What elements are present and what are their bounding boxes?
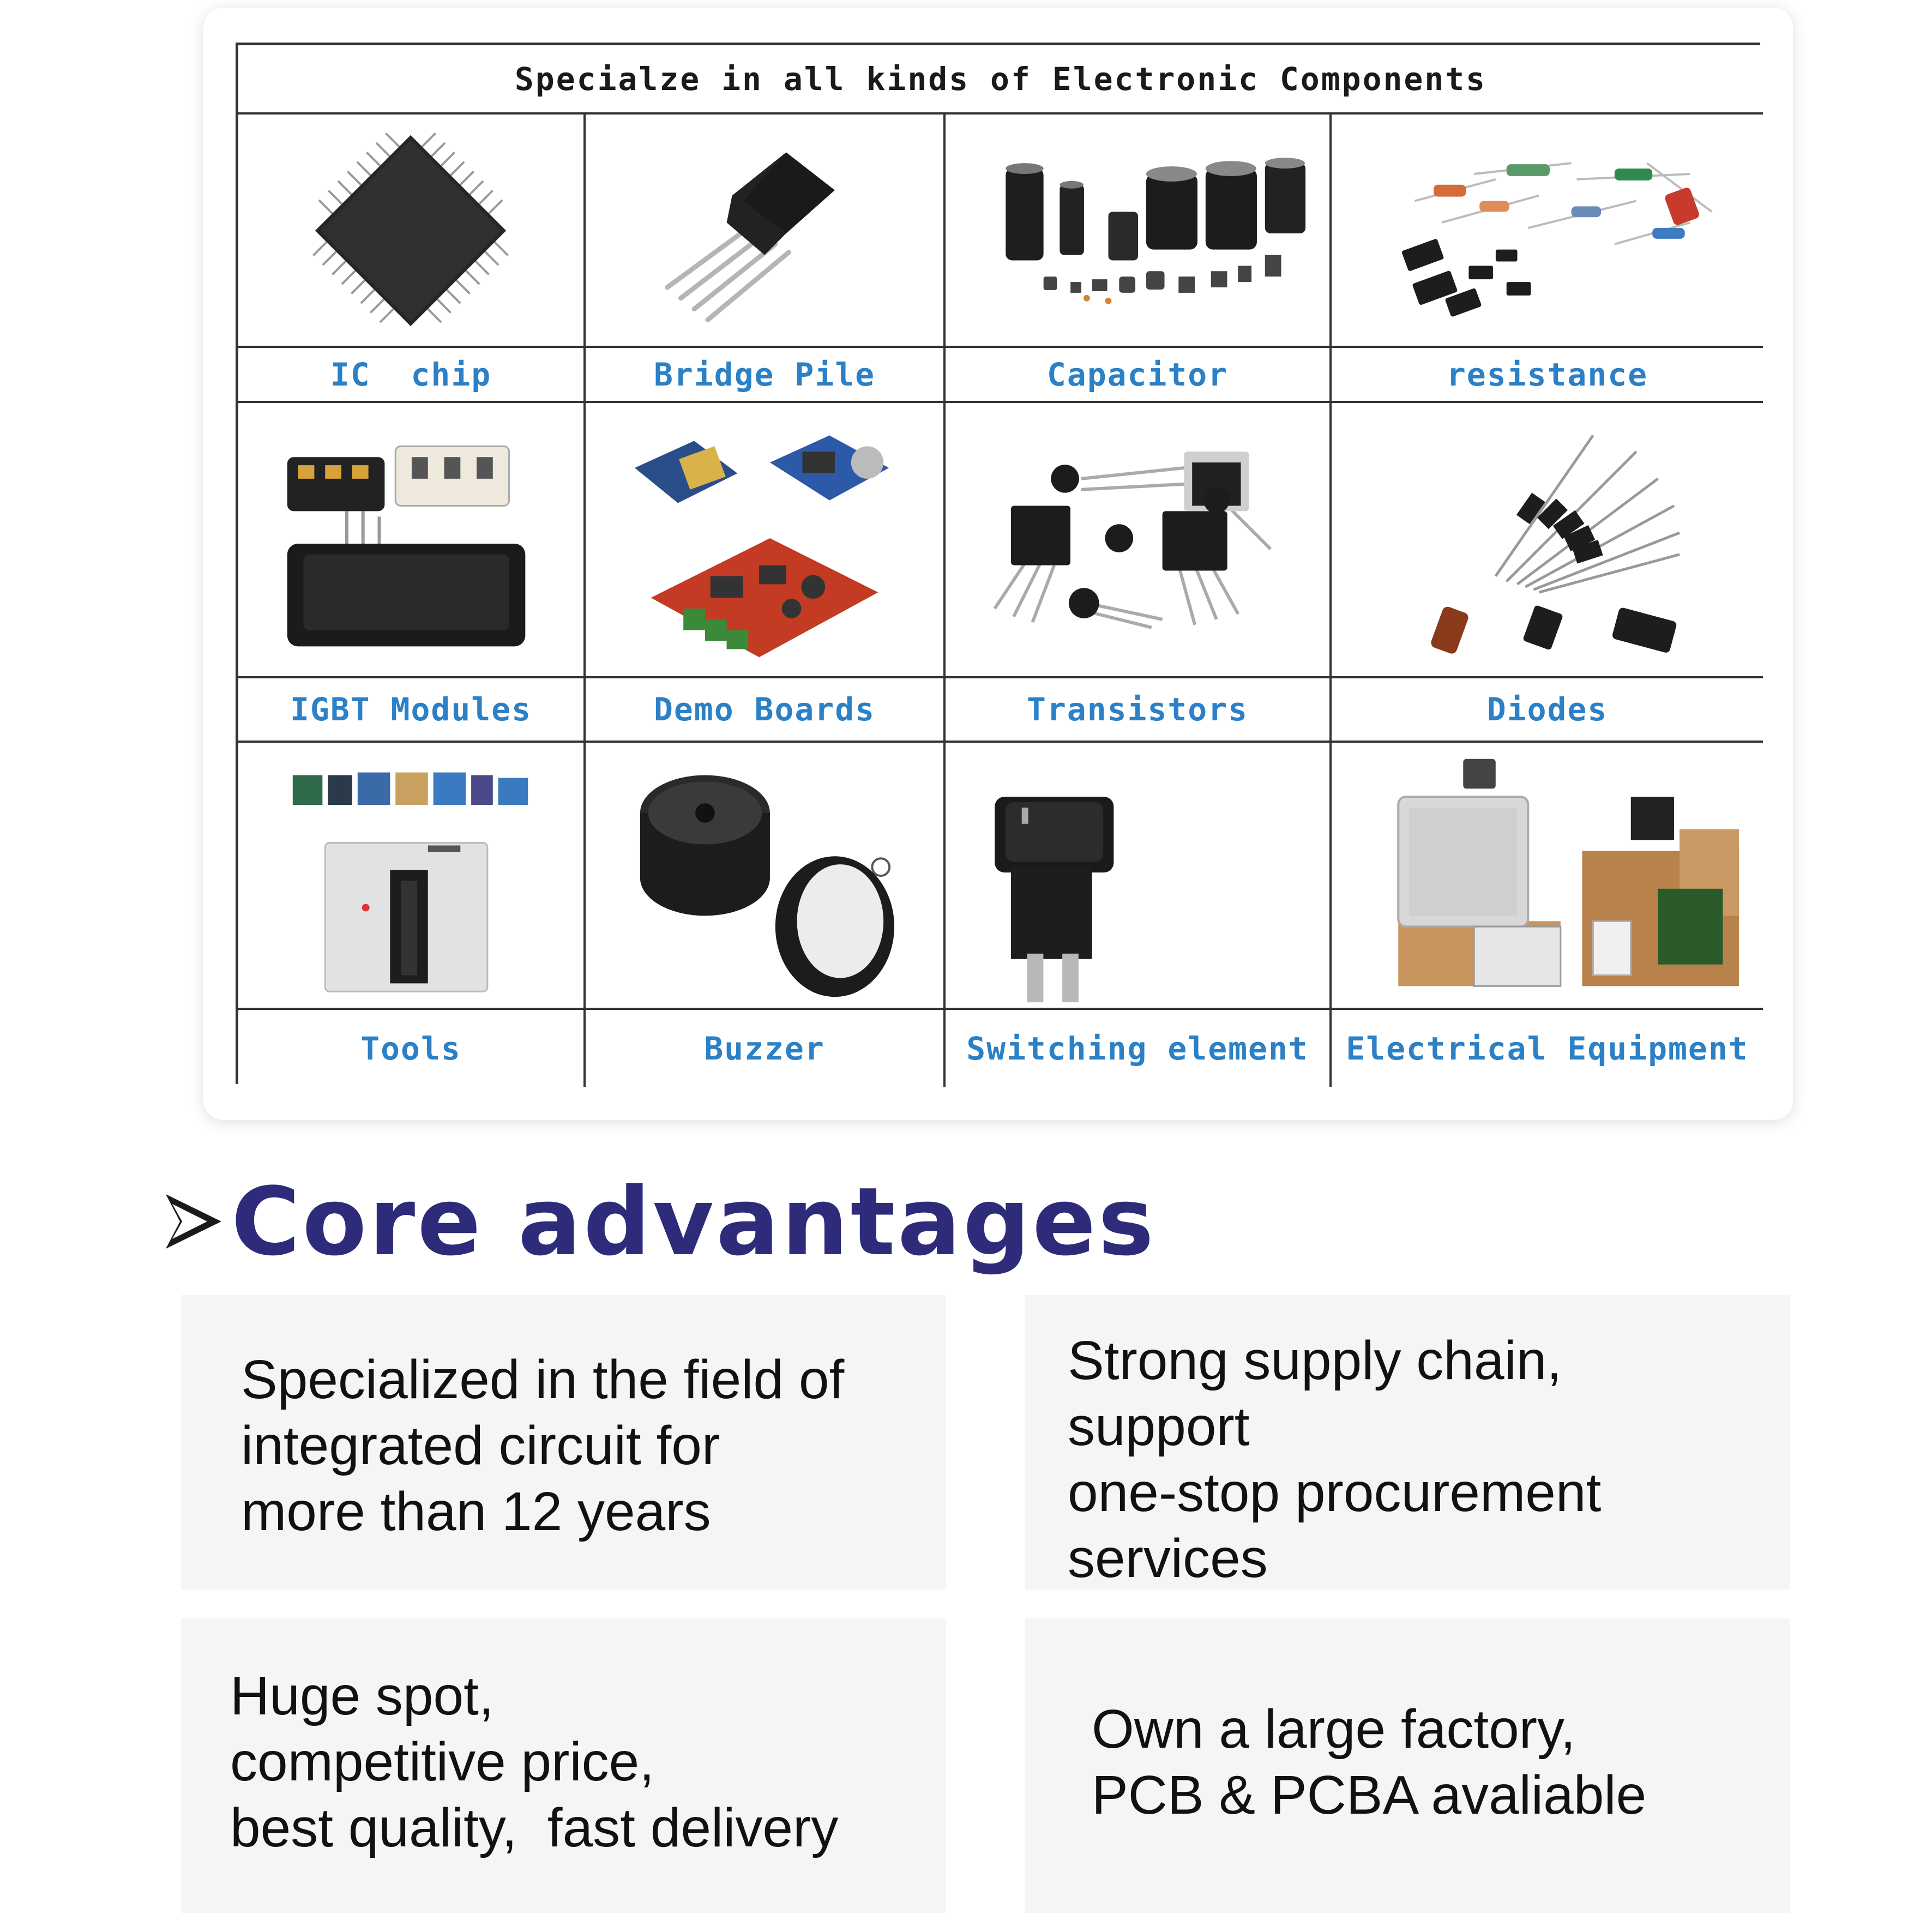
advantage-line: one-stop procurement: [1068, 1462, 1602, 1523]
advantage-line: integrated circuit for: [241, 1415, 720, 1476]
section-title: Core advantages: [231, 1166, 1157, 1277]
advantage-line: best quality, fast delivery: [230, 1797, 839, 1858]
category-label-tools: Tools: [238, 1010, 586, 1087]
category-label-switching-element: Switching element: [946, 1010, 1332, 1087]
igbt-module-icon: [238, 403, 586, 678]
category-label-demo-boards: Demo Boards: [586, 678, 946, 743]
advantage-card-factory: Own a large factory, PCB & PCBA avaliabl…: [1025, 1618, 1790, 1913]
advantage-line: more than 12 years: [241, 1481, 711, 1542]
buzzer-icon: [586, 743, 946, 1010]
advantage-line: PCB & PCBA avaliable: [1092, 1765, 1647, 1826]
category-label-buzzer: Buzzer: [586, 1010, 946, 1087]
catalog-title: Specialze in all kinds of Electronic Com…: [238, 45, 1763, 115]
advantage-line: Strong supply chain,: [1068, 1330, 1562, 1391]
resistance-icon: [1332, 115, 1763, 348]
rocker-switch-icon: [946, 743, 1332, 1010]
advantage-line: support: [1068, 1396, 1250, 1457]
demo-board-icon: [586, 403, 946, 678]
category-label-transistors: Transistors: [946, 678, 1332, 743]
category-label-igbt-modules: IGBT Modules: [238, 678, 586, 743]
bridge-pile-icon: [586, 115, 946, 348]
category-label-bridge-pile: Bridge Pile: [586, 348, 946, 403]
advantage-line: Own a large factory,: [1092, 1699, 1576, 1760]
advantage-card-experience: Specialized in the field of integrated c…: [181, 1295, 946, 1590]
advantage-card-price-quality: Huge spot, competitive price, best quali…: [181, 1618, 946, 1913]
category-label-electrical-equipment: Electrical Equipment: [1332, 1010, 1763, 1087]
category-label-capacitor: Capacitor: [946, 348, 1332, 403]
transistor-icon: [946, 403, 1332, 678]
arrowhead-bullet-icon: [166, 1194, 221, 1249]
component-catalog-table: Specialze in all kinds of Electronic Com…: [236, 43, 1763, 1087]
diode-icon: [1332, 403, 1763, 678]
core-advantages-heading: Core advantages: [164, 1166, 1157, 1277]
advantage-line: Huge spot,: [230, 1665, 494, 1726]
advantage-card-supply-chain: Strong supply chain, support one-stop pr…: [1025, 1295, 1790, 1590]
ic-chip-icon: [238, 115, 586, 348]
electrical-equipment-icon: [1332, 743, 1763, 1010]
programmer-tool-icon: [238, 743, 586, 1010]
category-label-diodes: Diodes: [1332, 678, 1763, 743]
advantage-line: Specialized in the field of: [241, 1349, 845, 1410]
category-label-ic-chip: IC chip: [238, 348, 586, 403]
capacitor-icon: [946, 115, 1332, 348]
advantage-line: services: [1068, 1528, 1268, 1589]
advantage-line: competitive price,: [230, 1731, 655, 1792]
category-label-resistance: resistance: [1332, 348, 1763, 403]
